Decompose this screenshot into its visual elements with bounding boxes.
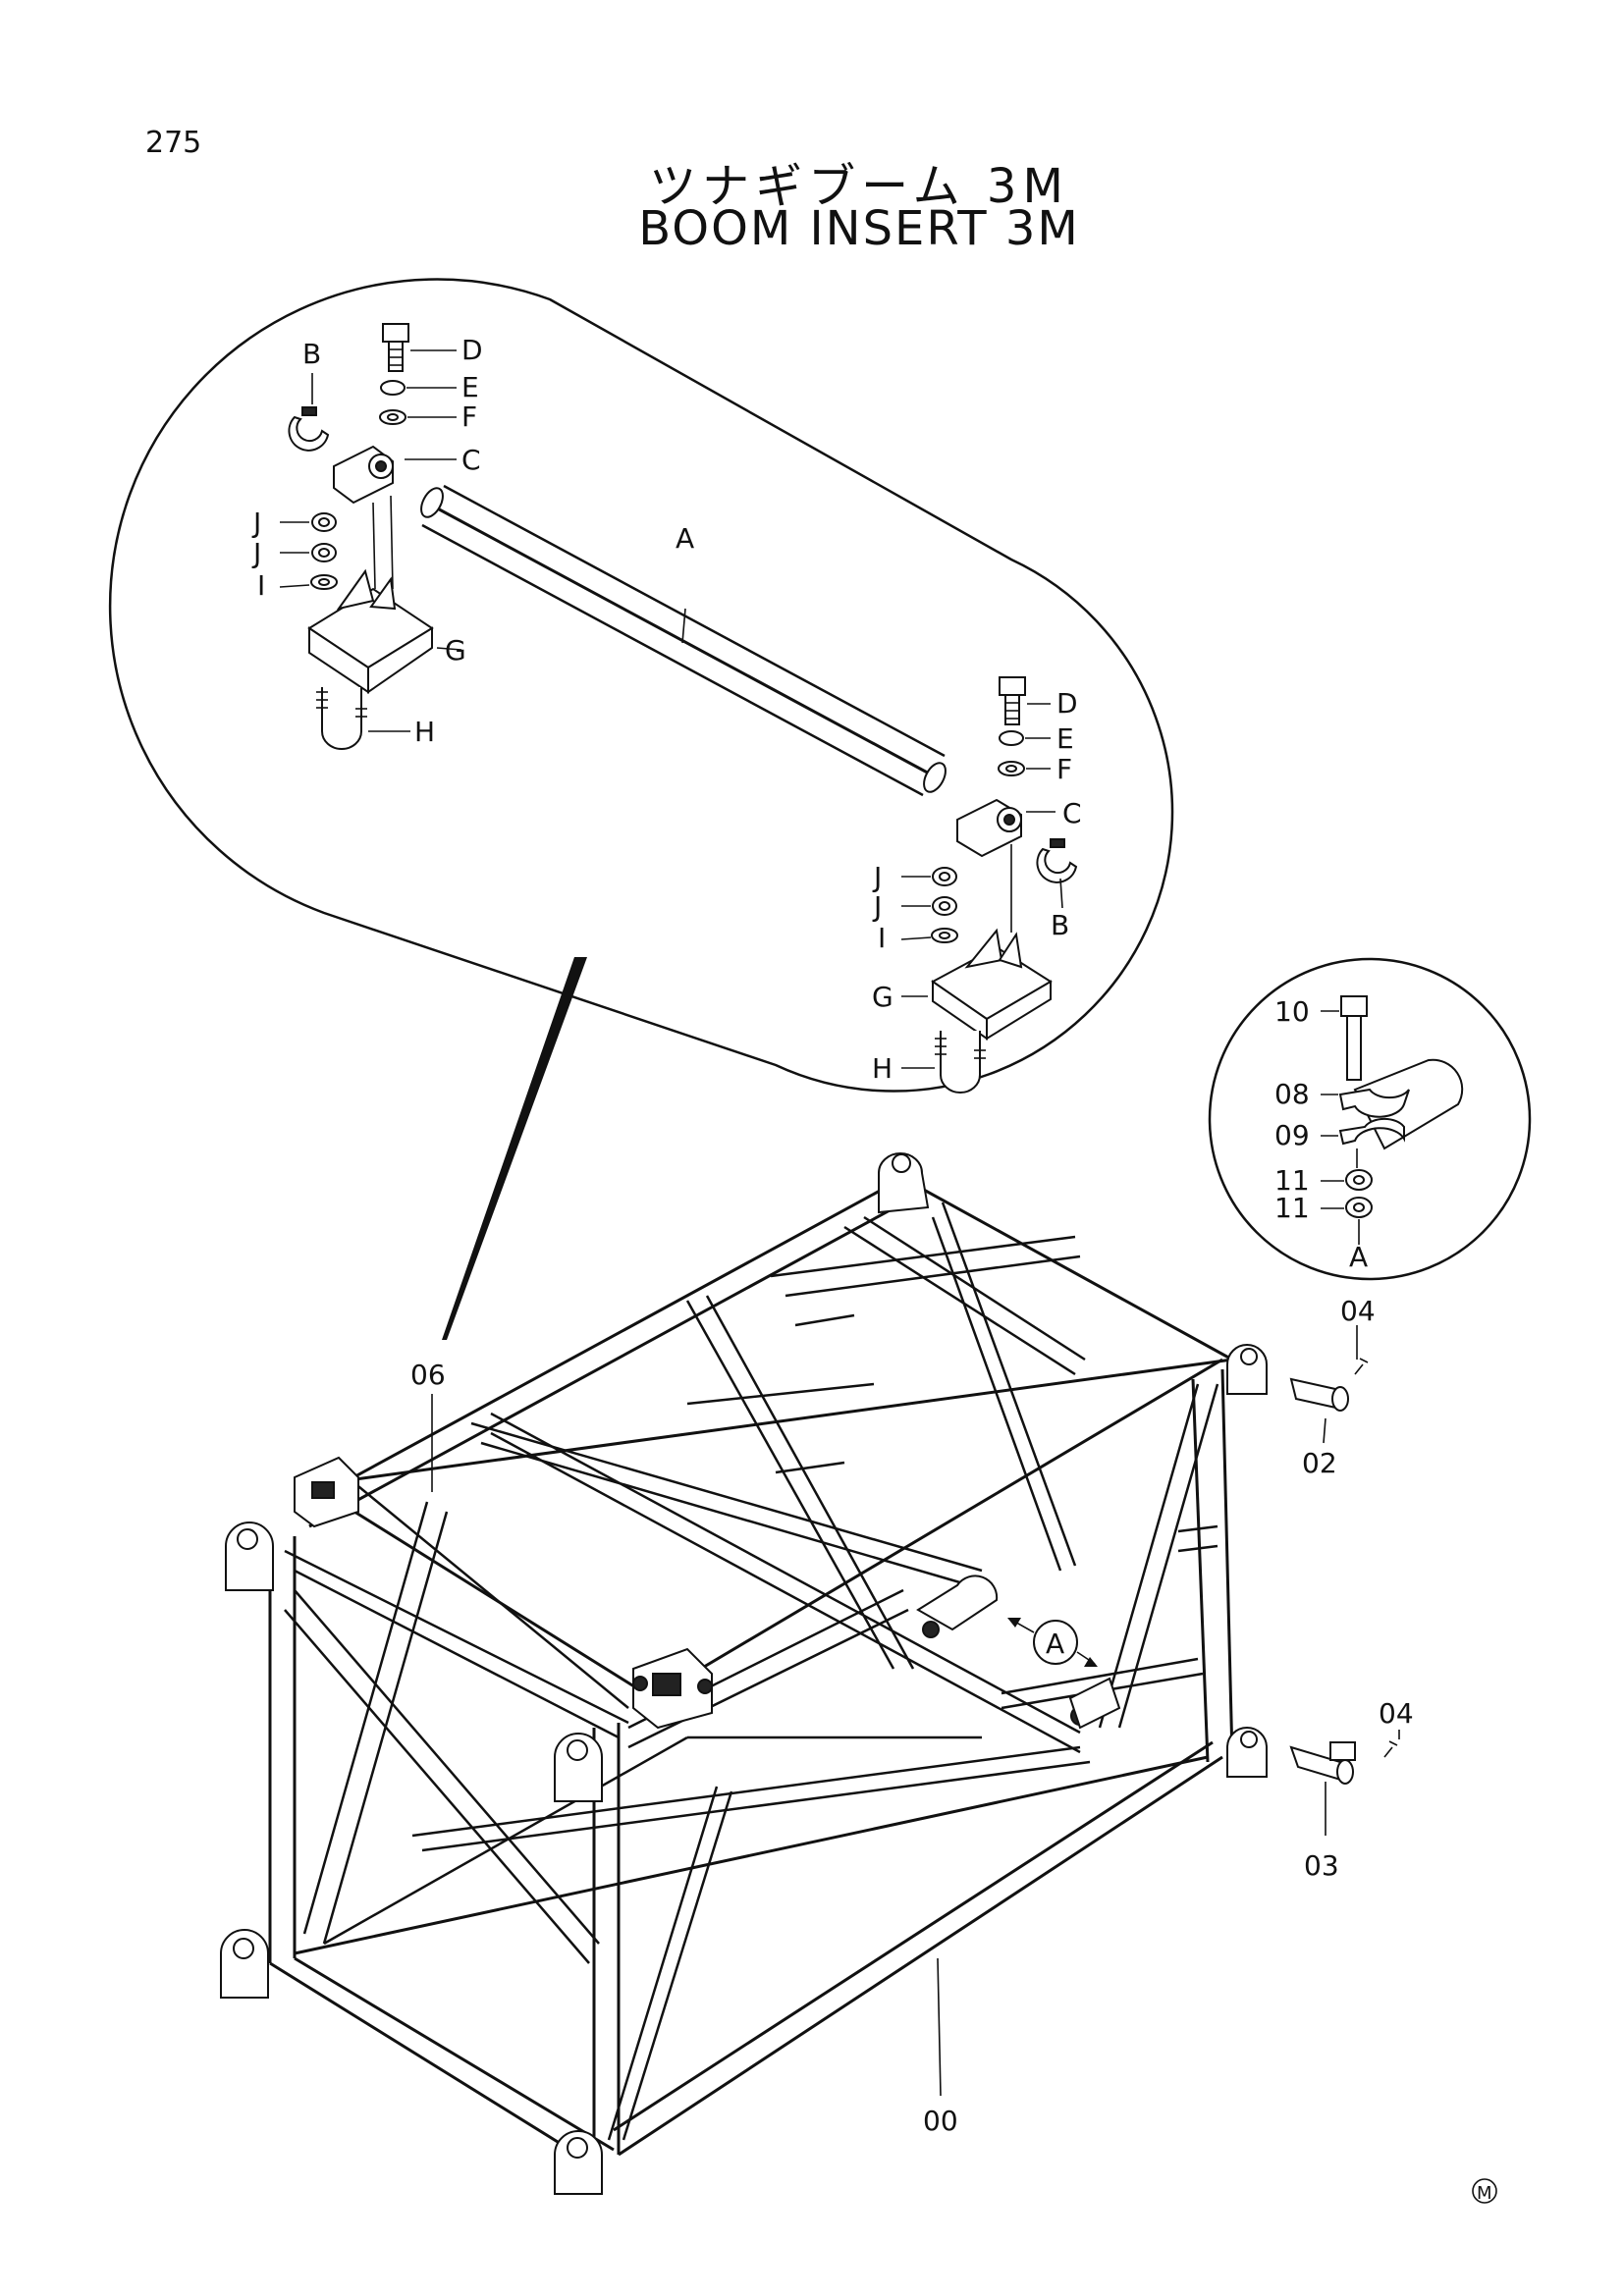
label-a-circle: A xyxy=(1349,1241,1368,1273)
detail-marker-a: A xyxy=(1007,1618,1098,1667)
page-number: 275 xyxy=(145,126,202,160)
detail-circle: 10 08 09 11 11 A xyxy=(1208,957,1532,1281)
label-j-bottom-1: J xyxy=(872,861,882,893)
label-c-top: C xyxy=(461,444,481,476)
label-i-bottom: I xyxy=(878,922,886,954)
title-japanese: ツナギブーム 3M xyxy=(649,159,1069,214)
axle-pin xyxy=(420,484,947,797)
label-e-bottom: E xyxy=(1056,722,1074,755)
label-02: 02 xyxy=(1302,1447,1337,1479)
label-10: 10 xyxy=(1274,995,1310,1028)
upper-left-assembly xyxy=(279,323,462,750)
connecting-pins xyxy=(1289,1358,1398,1785)
label-e-top: E xyxy=(461,371,479,403)
m-mark-text: M xyxy=(1477,2183,1492,2204)
label-00: 00 xyxy=(923,2105,958,2137)
label-j-top-1: J xyxy=(251,507,261,539)
label-11-1: 11 xyxy=(1274,1164,1310,1197)
label-i-top: I xyxy=(257,569,265,602)
label-09: 09 xyxy=(1274,1119,1310,1151)
bubble-labels: B D E F C A J J I G H D E F C B J J I G … xyxy=(251,334,1082,1085)
m-mark: M xyxy=(1472,2178,1497,2204)
label-d-bottom: D xyxy=(1056,687,1078,720)
label-g-top: G xyxy=(445,634,466,667)
marker-a-text: A xyxy=(1046,1628,1064,1660)
label-08: 08 xyxy=(1274,1078,1310,1110)
boom-frame: A xyxy=(220,1152,1398,2195)
label-c-bottom: C xyxy=(1062,797,1082,829)
label-03: 03 xyxy=(1304,1849,1339,1882)
lower-right-assembly xyxy=(900,676,1078,1094)
detail-bubble xyxy=(108,278,1174,1340)
pin-brackets xyxy=(294,1456,1121,1730)
label-06: 06 xyxy=(410,1359,446,1391)
title-english: BOOM INSERT 3M xyxy=(638,201,1080,256)
label-b-top: B xyxy=(302,338,321,370)
label-h-bottom: H xyxy=(872,1052,893,1085)
label-h-top: H xyxy=(414,716,435,748)
label-f-top: F xyxy=(461,400,477,433)
frame-callouts: 06 04 02 04 03 00 xyxy=(410,1295,1414,2137)
label-g-bottom: G xyxy=(872,981,893,1013)
label-a-axle: A xyxy=(676,522,694,555)
label-b-bottom: B xyxy=(1051,909,1069,941)
label-f-bottom: F xyxy=(1056,753,1072,785)
label-j-bottom-2: J xyxy=(872,890,882,923)
label-11-2: 11 xyxy=(1274,1192,1310,1224)
label-d-top: D xyxy=(461,334,483,366)
label-j-top-2: J xyxy=(251,537,261,569)
frame-lugs xyxy=(220,1152,1268,2195)
label-04-top: 04 xyxy=(1340,1295,1376,1327)
label-04-bottom: 04 xyxy=(1379,1697,1414,1730)
